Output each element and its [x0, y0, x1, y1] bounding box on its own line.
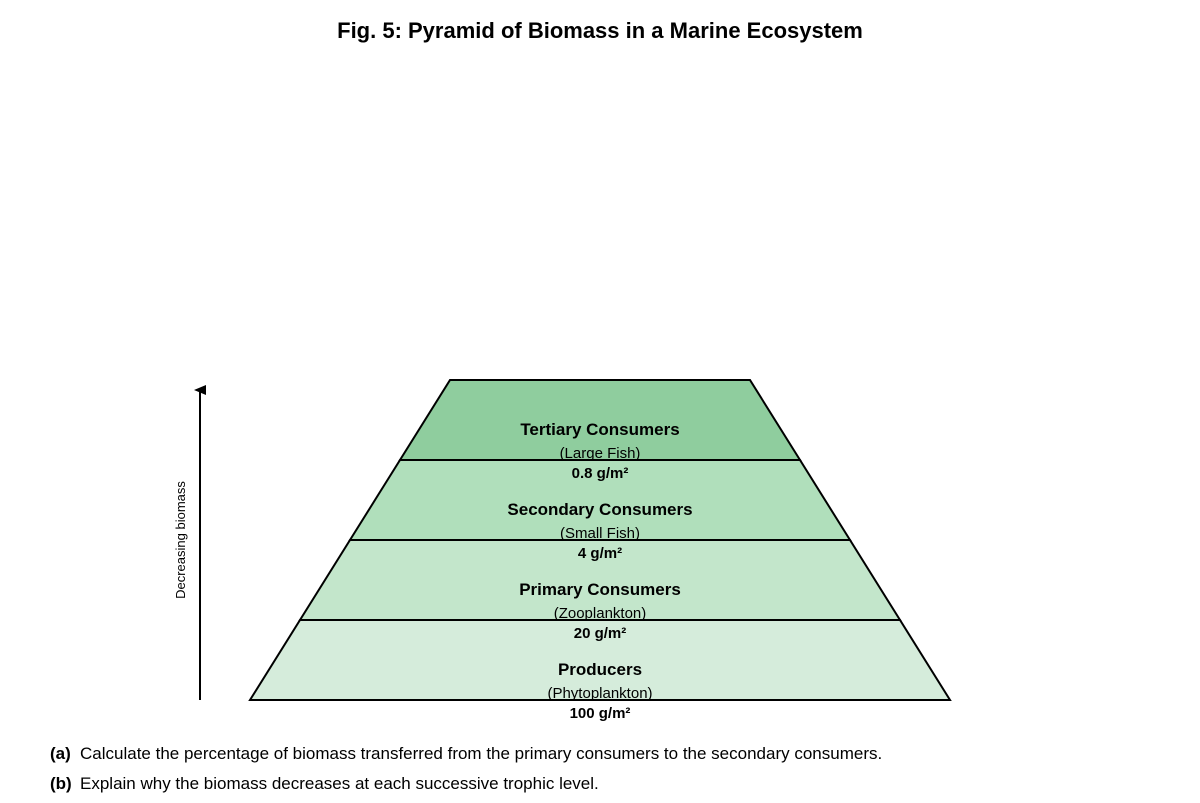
question-list: (a) Calculate the percentage of biomass …: [50, 743, 1170, 803]
question-b: (b) Explain why the biomass decreases at…: [50, 773, 1170, 803]
level-biomass-primary: 20 g/m²: [574, 625, 627, 642]
question-marker: (a): [50, 744, 71, 763]
level-organism-primary: (Zooplankton): [554, 605, 647, 622]
level-organism-tertiary: (Large Fish): [560, 445, 641, 462]
level-biomass-tertiary: 0.8 g/m²: [572, 465, 629, 482]
level-organism-secondary: (Small Fish): [560, 525, 640, 542]
level-name-primary: Primary Consumers: [519, 580, 681, 599]
question-a: (a) Calculate the percentage of biomass …: [50, 743, 1170, 773]
question-text: Explain why the biomass decreases at eac…: [80, 774, 599, 793]
level-biomass-producers: 100 g/m²: [570, 705, 631, 722]
level-name-producers: Producers: [558, 660, 642, 679]
level-name-secondary: Secondary Consumers: [507, 500, 692, 519]
level-name-tertiary: Tertiary Consumers: [520, 420, 679, 439]
tier-producers: [248, 619, 952, 701]
level-biomass-secondary: 4 g/m²: [578, 545, 622, 562]
axis-label: Decreasing biomass: [173, 481, 188, 599]
figure-title: Fig. 5: Pyramid of Biomass in a Marine E…: [337, 18, 863, 43]
question-marker: (b): [50, 774, 72, 793]
question-text: Calculate the percentage of biomass tran…: [80, 744, 883, 763]
level-organism-producers: (Phytoplankton): [547, 685, 652, 702]
